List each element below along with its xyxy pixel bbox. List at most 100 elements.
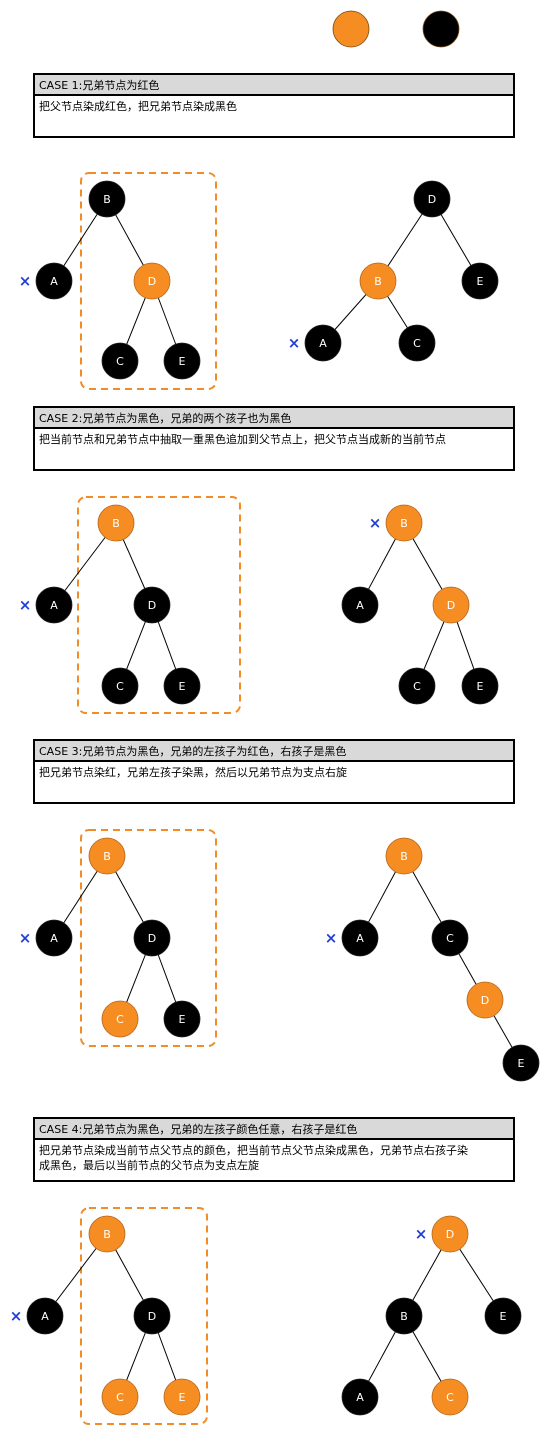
case3-before-node-E: [163, 1000, 201, 1038]
case3-after-node-label-D: D: [481, 994, 489, 1007]
case4-after-node-C: [431, 1378, 469, 1416]
case1-before-node-label-C: C: [116, 355, 124, 368]
case1-after-node-label-D: D: [428, 193, 436, 206]
case1-before-node-E: [163, 342, 201, 380]
case4-sibling-subtree-highlight: [80, 1207, 208, 1425]
case1-before-node-label-B: B: [103, 193, 111, 206]
case2-after-node-E: [461, 667, 499, 705]
case3-after-node-A: [341, 919, 379, 957]
case2-after-current-node-mark: ×: [369, 514, 382, 532]
case4-before-node-label-D: D: [148, 1310, 156, 1323]
case3-before-node-label-B: B: [103, 850, 111, 863]
case4-after-current-node-mark: ×: [415, 1225, 428, 1243]
case4-before-node-label-E: E: [179, 1391, 186, 1404]
case4-after-node-A: [341, 1378, 379, 1416]
case3-before-node-label-E: E: [179, 1013, 186, 1026]
case4-after-node-D: [431, 1215, 469, 1253]
case3-before-node-label-A: A: [50, 932, 58, 945]
case3-after-node-D: [466, 981, 504, 1019]
case2-after-node-label-E: E: [477, 680, 484, 693]
case3-before-node-B: [88, 837, 126, 875]
case4-before-current-node-mark: ×: [10, 1307, 23, 1325]
case1-description-line-1: 把父节点染成红色，把兄弟节点染成黑色: [39, 99, 237, 113]
case4-before-node-D: [133, 1297, 171, 1335]
case3-after-node-C: [431, 919, 469, 957]
case1-after-node-label-A: A: [319, 337, 327, 350]
case2-after-node-C: [398, 667, 436, 705]
case2-title-bar: [35, 408, 513, 428]
case4-after-node-label-E: E: [500, 1310, 507, 1323]
case2-after-node-label-C: C: [413, 680, 421, 693]
case2-before-node-label-E: E: [179, 680, 186, 693]
case4-title: CASE 4:兄弟节点为黑色，兄弟的左孩子颜色任意，右孩子是红色: [39, 1122, 357, 1136]
case3-before-node-label-D: D: [148, 932, 156, 945]
case1-after-node-E: [461, 262, 499, 300]
case2-before-current-node-mark: ×: [19, 596, 32, 614]
case1-after-current-node-mark: ×: [288, 334, 301, 352]
legend-red-node: [332, 10, 370, 48]
case2-before-node-E: [163, 667, 201, 705]
case2-before-node-label-C: C: [116, 680, 124, 693]
case4-description-line-2: 成黑色，最后以当前节点的父节点为支点左旋: [39, 1158, 259, 1172]
case2-after-node-label-A: A: [356, 599, 364, 612]
case4-before-node-label-A: A: [41, 1310, 49, 1323]
case2-before-node-B: [97, 504, 135, 542]
case3-before-current-node-mark: ×: [19, 929, 32, 947]
case3-after-current-node-mark: ×: [325, 929, 338, 947]
case1-sibling-subtree-highlight: [80, 172, 217, 390]
case3-description-line-1: 把兄弟节点染红，兄弟左孩子染黑，然后以兄弟节点为支点右旋: [39, 765, 347, 779]
case2-after-node-label-B: B: [400, 517, 408, 530]
case2-title: CASE 2:兄弟节点为黑色，兄弟的两个孩子也为黑色: [39, 411, 291, 425]
case3-sibling-subtree-highlight: [80, 829, 217, 1047]
case1-after-node-label-E: E: [477, 275, 484, 288]
case2-after-node-B: [385, 504, 423, 542]
case1-after-node-C: [398, 324, 436, 362]
case2-before-node-label-A: A: [50, 599, 58, 612]
case1-before-node-A: [35, 262, 73, 300]
case1-title-bar: [35, 75, 513, 95]
case3-title-bar: [35, 741, 513, 761]
case4-after-node-label-D: D: [446, 1228, 454, 1241]
case4-before-node-label-B: B: [103, 1228, 111, 1241]
case2-description-line-1: 把当前节点和兄弟节点中抽取一重黑色追加到父节点上，把父节点当成新的当前节点: [39, 432, 446, 446]
case2-before-node-label-D: D: [148, 599, 156, 612]
case3-after-node-label-E: E: [518, 1057, 525, 1070]
case2-before-node-C: [101, 667, 139, 705]
case2-before-node-A: [35, 586, 73, 624]
case1-before-node-label-E: E: [179, 355, 186, 368]
case4-before-node-C: [101, 1378, 139, 1416]
case4-after-node-B: [385, 1297, 423, 1335]
case2-sibling-subtree-highlight: [77, 496, 241, 714]
case3-title: CASE 3:兄弟节点为黑色，兄弟的左孩子为红色，右孩子是黑色: [39, 744, 346, 758]
case4-after-node-E: [484, 1297, 522, 1335]
case4-before-node-label-C: C: [116, 1391, 124, 1404]
case3-before-node-A: [35, 919, 73, 957]
case3-after-node-B: [385, 837, 423, 875]
case3-after-node-label-B: B: [400, 850, 408, 863]
case1-after-node-label-C: C: [413, 337, 421, 350]
case1-after-node-D: [413, 180, 451, 218]
case2-before-node-D: [133, 586, 171, 624]
case1-before-node-B: [88, 180, 126, 218]
case3-before-node-D: [133, 919, 171, 957]
case3-after-node-label-A: A: [356, 932, 364, 945]
case1-before-node-label-A: A: [50, 275, 58, 288]
case3-after-node-E: [502, 1044, 540, 1082]
case1-before-node-label-D: D: [148, 275, 156, 288]
case2-before-node-label-B: B: [112, 517, 120, 530]
case1-title: CASE 1:兄弟节点为红色: [39, 78, 159, 92]
case2-after-node-A: [341, 586, 379, 624]
case4-before-node-E: [163, 1378, 201, 1416]
case1-after-node-B: [359, 262, 397, 300]
case4-after-node-label-B: B: [400, 1310, 408, 1323]
case3-after-node-label-C: C: [446, 932, 454, 945]
case1-after-node-A: [304, 324, 342, 362]
case1-before-node-C: [101, 342, 139, 380]
case1-after-node-label-B: B: [374, 275, 382, 288]
case4-description-line-1: 把兄弟节点染成当前节点父节点的颜色，把当前节点父节点染成黑色，兄弟节点右孩子染: [39, 1143, 468, 1157]
case4-before-node-B: [88, 1215, 126, 1253]
legend-black-node: [422, 10, 460, 48]
case3-before-node-label-C: C: [116, 1013, 124, 1026]
case4-after-node-label-A: A: [356, 1391, 364, 1404]
